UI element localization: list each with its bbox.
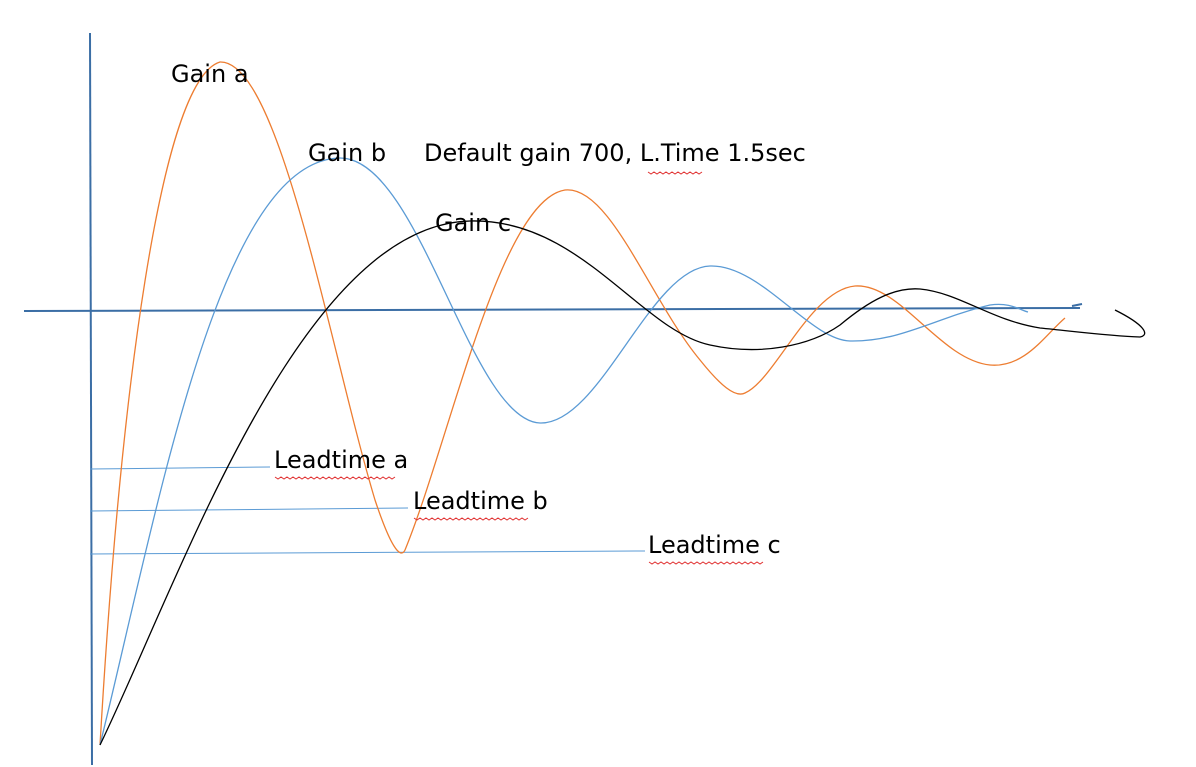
leadtime-b-line — [89, 507, 409, 512]
gain-a-label: Gain a — [171, 60, 249, 88]
spellcheck-underline-leadtime-c — [648, 561, 764, 565]
leadtime-a-line — [89, 466, 271, 470]
gain-b-label: Gain b — [308, 139, 386, 167]
x-axis — [23, 307, 1081, 312]
leadtime-a-label: Leadtime a — [274, 446, 408, 474]
spellcheck-underline-leadtime-b — [413, 517, 529, 521]
x-axis-end-tick — [1071, 303, 1083, 307]
leadtime-c-line — [89, 550, 646, 555]
gain-c-label: Gain c — [435, 209, 511, 237]
leadtime-b-label: Leadtime b — [413, 487, 548, 515]
gain-b-response-curve — [99, 157, 1029, 746]
gain-c-response-curve — [99, 220, 1146, 746]
spellcheck-underline-ltime — [647, 171, 703, 175]
default-gain-note: Default gain 700, L.Time 1.5sec — [424, 139, 806, 167]
leadtime-c-label: Leadtime c — [648, 531, 781, 559]
gain-a-response-curve — [99, 61, 1066, 746]
spellcheck-underline-leadtime-a — [274, 476, 396, 480]
y-axis — [89, 32, 93, 766]
